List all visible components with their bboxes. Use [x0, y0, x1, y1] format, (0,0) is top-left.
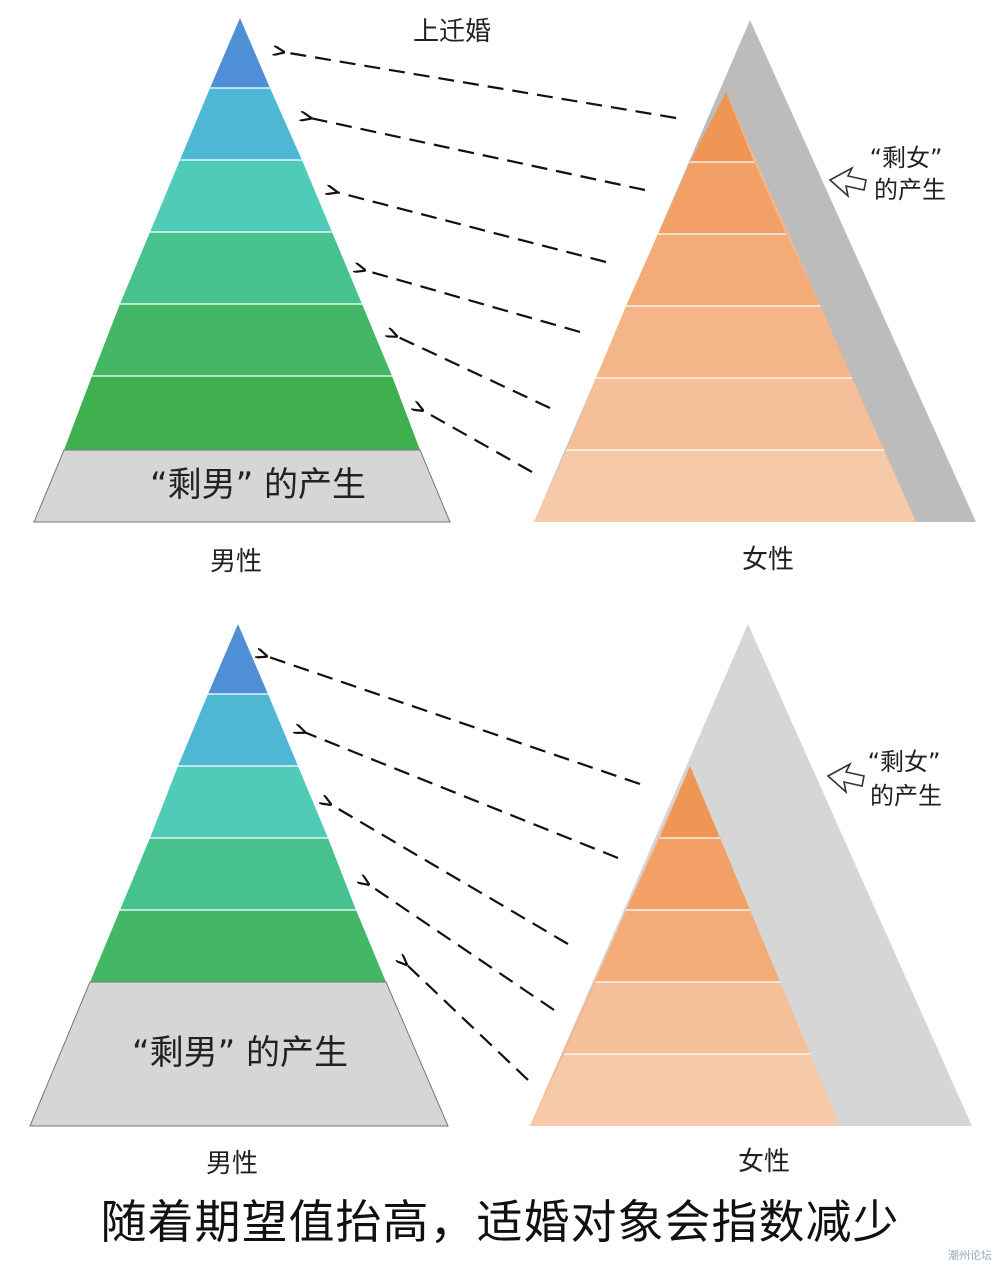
male-excluded-base [33, 449, 451, 523]
arrow-3 [330, 804, 569, 945]
arrow-4 [364, 270, 581, 334]
male-tier-1 [208, 624, 268, 694]
bottom-female-pyramid [530, 624, 972, 1126]
female-tier-6 [534, 450, 916, 522]
top-female-pointer-icon [828, 166, 867, 199]
female-tier-4 [596, 306, 852, 378]
male-tier-5 [90, 910, 386, 982]
female-tier-3 [596, 910, 780, 982]
bottom-female-pointer-icon [826, 762, 865, 795]
arrow-2 [304, 732, 619, 860]
arrow-1 [266, 656, 641, 786]
bottom-female-side-label-1: “剩女” [868, 748, 941, 776]
arrow-5 [396, 336, 551, 409]
arrow-5 [406, 964, 529, 1081]
female-tier-2 [626, 838, 750, 910]
male-tier-3 [150, 160, 332, 232]
top-female-side-label-2: 的产生 [874, 176, 946, 204]
male-tier-5 [92, 304, 392, 376]
top-male-base-label: “剩男” 的产生 [150, 465, 366, 505]
female-tier-1 [690, 92, 754, 162]
male-tier-2 [180, 88, 302, 160]
arrow-3 [336, 192, 607, 264]
bottom-female-side-label-2: 的产生 [870, 782, 942, 810]
watermark: 潮州论坛 [948, 1249, 992, 1262]
female-tier-4 [564, 982, 810, 1054]
top-male-axis-label: 男性 [210, 547, 262, 577]
arrow-6 [422, 410, 533, 473]
male-tier-4 [120, 838, 356, 910]
bottom-male-axis-label: 男性 [206, 1149, 258, 1179]
top-male-pyramid [33, 18, 451, 523]
arrow-4 [368, 884, 555, 1011]
top-arrows [283, 52, 677, 473]
arrow-1 [283, 52, 677, 120]
bottom-arrows [266, 656, 641, 1081]
female-tier-2 [658, 162, 786, 234]
male-excluded-base [29, 981, 449, 1127]
female-tier-5 [566, 378, 884, 450]
top-arrow-label: 上迁婚 [413, 17, 491, 47]
top-female-pyramid [534, 20, 976, 522]
arrow-2 [310, 118, 646, 192]
female-tier-1 [660, 766, 720, 838]
male-tier-1 [210, 18, 270, 88]
female-tier-3 [626, 234, 820, 306]
bottom-female-axis-label: 女性 [738, 1147, 790, 1177]
male-tier-4 [120, 232, 362, 304]
caption: 随着期望值抬高，适婚对象会指数减少 [100, 1195, 900, 1249]
male-tier-3 [150, 766, 328, 838]
top-female-side-label-1: “剩女” [870, 144, 943, 172]
bottom-male-pyramid [29, 624, 449, 1127]
top-female-axis-label: 女性 [742, 545, 794, 575]
female-tier-5 [530, 1054, 840, 1126]
male-tier-6 [64, 376, 420, 450]
bottom-male-base-label: “剩男” 的产生 [132, 1033, 348, 1073]
male-tier-2 [178, 694, 298, 766]
